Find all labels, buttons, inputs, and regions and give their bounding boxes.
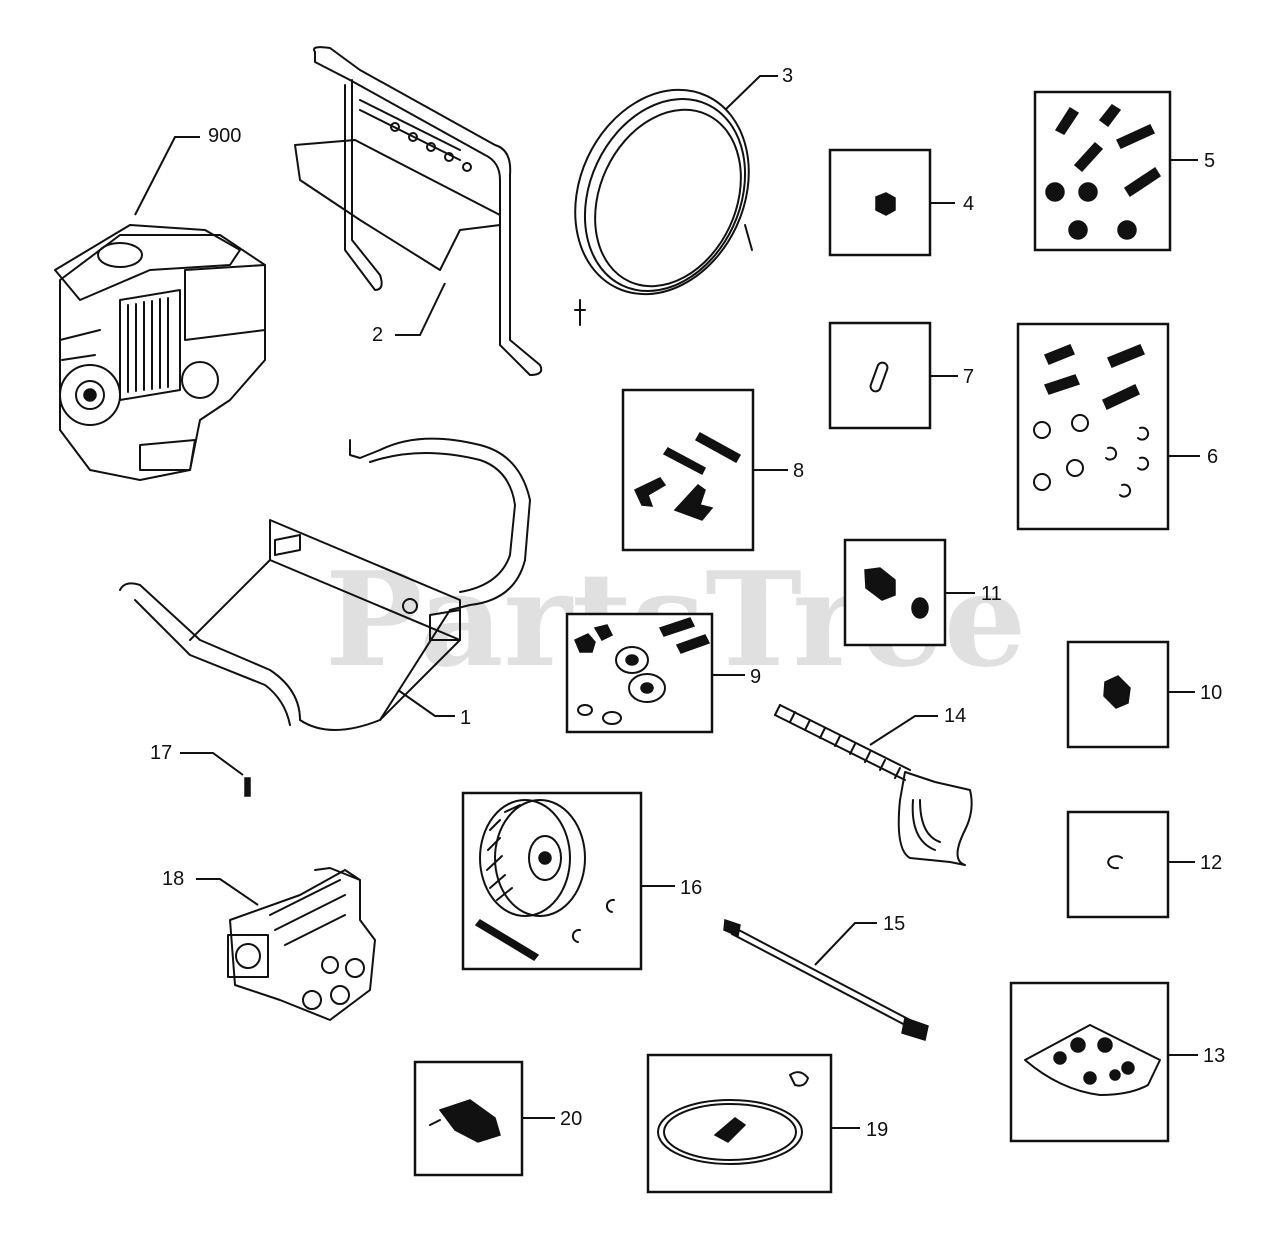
callout-2[interactable]: 2 <box>372 324 383 346</box>
callout-1[interactable]: 1 <box>460 707 471 729</box>
callout-3[interactable]: 3 <box>782 65 793 87</box>
callout-11[interactable]: 11 <box>981 583 1002 605</box>
part-2-handle[interactable] <box>294 46 543 376</box>
part-6-box[interactable] <box>1016 322 1170 531</box>
part-900-engine[interactable] <box>54 224 266 481</box>
leader-15 <box>814 922 877 966</box>
callout-12[interactable]: 12 <box>1200 852 1222 874</box>
callout-10[interactable]: 10 <box>1200 682 1222 704</box>
leader-18 <box>196 878 259 906</box>
callout-19[interactable]: 19 <box>866 1119 888 1141</box>
leader-14 <box>869 715 938 746</box>
leader-3 <box>724 75 778 111</box>
part-3-hose[interactable] <box>543 61 781 326</box>
callout-4[interactable]: 4 <box>963 193 974 215</box>
callout-16[interactable]: 16 <box>680 877 702 899</box>
leader-1 <box>397 689 455 717</box>
part-8-box[interactable] <box>621 388 755 552</box>
leader-900 <box>134 136 200 216</box>
part-9-box[interactable] <box>565 612 714 734</box>
callout-9[interactable]: 9 <box>750 666 761 688</box>
leader-2 <box>395 282 446 336</box>
callout-6[interactable]: 6 <box>1207 446 1218 468</box>
callout-8[interactable]: 8 <box>793 460 804 482</box>
part-15-wand[interactable] <box>723 918 929 1041</box>
callout-17[interactable]: 17 <box>150 742 172 764</box>
leader-17 <box>180 752 244 776</box>
callout-15[interactable]: 15 <box>883 913 905 935</box>
part-10-box[interactable] <box>1066 640 1170 749</box>
callout-5[interactable]: 5 <box>1204 150 1215 172</box>
callout-20[interactable]: 20 <box>560 1108 582 1130</box>
callout-18[interactable]: 18 <box>162 868 184 890</box>
part-1-frame[interactable] <box>119 437 531 731</box>
part-14-spray-gun[interactable] <box>774 704 973 866</box>
part-5-box[interactable] <box>1033 90 1172 252</box>
callout-13[interactable]: 13 <box>1203 1045 1225 1067</box>
part-13-box[interactable] <box>1009 981 1170 1143</box>
part-16-box[interactable] <box>461 791 643 971</box>
part-17-pin[interactable] <box>244 777 251 797</box>
part-11-box[interactable] <box>843 538 947 647</box>
callout-7[interactable]: 7 <box>963 366 974 388</box>
part-19-box[interactable] <box>646 1053 833 1194</box>
part-4-box[interactable] <box>828 148 932 257</box>
part-7-box[interactable] <box>828 321 932 430</box>
part-20-box[interactable] <box>413 1060 524 1177</box>
callout-14[interactable]: 14 <box>944 705 966 727</box>
part-12-box[interactable] <box>1066 810 1170 919</box>
callout-900[interactable]: 900 <box>208 125 241 147</box>
part-18-pump[interactable] <box>227 867 376 1021</box>
